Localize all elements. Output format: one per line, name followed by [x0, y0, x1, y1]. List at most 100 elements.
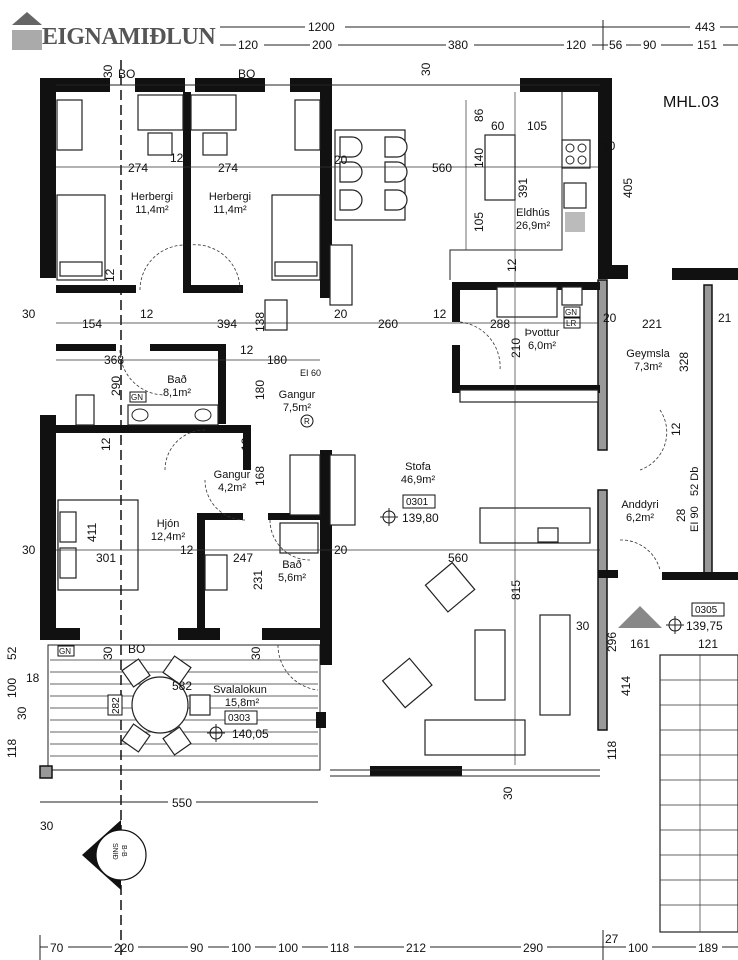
dim-label: 118 — [330, 941, 349, 955]
dim-label: 120 — [566, 38, 586, 52]
room-area: 11,4m² — [213, 204, 247, 216]
room-area: 7,5m² — [283, 402, 311, 414]
dim-label: 21 — [718, 311, 732, 325]
dim-label: 56 — [609, 38, 623, 52]
door-rating-label: 52 Db — [689, 467, 701, 496]
dim-label: 180 — [253, 380, 267, 400]
dim-label: 161 — [630, 637, 650, 651]
dim-label: 20 — [334, 307, 348, 321]
dim-label: 121 — [698, 637, 718, 651]
dim-label: 120 — [238, 38, 258, 52]
marker-level: 139,75 — [686, 619, 723, 633]
room-name: Bað — [282, 559, 302, 571]
dim-label: 290 — [109, 376, 123, 396]
dim-label: 140 — [472, 148, 486, 168]
sofa-icon — [539, 614, 571, 716]
desk-icon — [137, 94, 184, 131]
level-markers: 0301 139,80 0303 140,05 0305 139,75 — [207, 494, 725, 742]
dim-label: 380 — [448, 38, 468, 52]
dim-label: 301 — [96, 551, 116, 565]
dim-label: 296 — [605, 632, 619, 652]
room-area: 6,2m² — [626, 512, 654, 524]
dim-label: 20 — [603, 311, 617, 325]
dim-label: 221 — [642, 317, 662, 331]
window-label: BO — [118, 67, 135, 81]
dim-label: 28 — [674, 508, 688, 522]
dim-label: 154 — [82, 317, 102, 331]
dim-label: 30 — [576, 619, 590, 633]
dim-label: 86 — [472, 108, 486, 122]
dim-label: 90 — [190, 941, 204, 955]
dim-label: 138 — [253, 312, 267, 332]
marker-id: 0301 — [406, 497, 429, 508]
dim-label: 168 — [253, 466, 267, 486]
dim-label: 30 — [40, 819, 54, 833]
dim-label: 12 — [103, 268, 117, 282]
dim-label: 582 — [172, 679, 192, 693]
kitchen-fixtures — [329, 92, 599, 544]
dim-label: 30 — [501, 786, 515, 800]
marker-level: 139,80 — [402, 511, 439, 525]
sofa-icon — [424, 719, 526, 756]
room-area: 26,9m² — [516, 220, 551, 232]
dim-label: 12 — [180, 543, 194, 557]
logo-text: EIGNAMIÐLUN — [42, 24, 216, 50]
dim-label: 151 — [697, 38, 717, 52]
gn-label: GN — [131, 393, 143, 402]
dim-label: 411 — [85, 523, 99, 542]
furniture — [56, 94, 738, 933]
room-area: 12,4m² — [151, 531, 186, 543]
dim-label: 212 — [406, 941, 426, 955]
dim-label: 12 — [505, 258, 519, 272]
section-marker-icon: SNIÐ B-B — [82, 820, 147, 890]
dim-label: 405 — [621, 178, 635, 198]
dim-label: 30 — [101, 646, 115, 660]
dim-label: 30 — [419, 62, 433, 76]
lr-label: LR — [566, 319, 576, 328]
dim-label: 288 — [490, 317, 510, 331]
dim-label: 12 — [170, 151, 184, 165]
dim-label: 247 — [233, 551, 253, 565]
marker-id: 0303 — [228, 713, 251, 724]
dim-label: 200 — [312, 38, 332, 52]
interior-dimensions: 30 30 274 12 274 20 560 86 60 105 140 39… — [5, 62, 732, 833]
dim-label: 391 — [516, 178, 530, 198]
sink-icon — [204, 554, 228, 591]
gn-label: GN — [565, 308, 577, 317]
dim-label: 100 — [231, 941, 251, 955]
room-labels: Herbergi 11,4m² Herbergi 11,4m² Eldhús 2… — [131, 191, 671, 709]
top-dimensions: 1200 443 120 200 380 120 56 90 151 — [220, 18, 738, 52]
room-name: Hjón — [157, 518, 180, 530]
room-area: 11,4m² — [135, 204, 169, 216]
room-area: 5,6m² — [278, 572, 306, 584]
dim-label: 414 — [619, 676, 633, 696]
dim-label: 30 — [22, 307, 36, 321]
room-name: Svalalokun — [213, 684, 267, 696]
dim-label: 105 — [527, 119, 547, 133]
dim-label: 90 — [643, 38, 657, 52]
bottom-dimensions: 70 220 90 100 100 118 212 290 27 100 189 — [39, 930, 738, 960]
marker-level: 140,05 — [232, 727, 269, 741]
dim-label: 180 — [267, 353, 287, 367]
dim-label: 12 — [140, 307, 154, 321]
room-name: Bað — [167, 374, 187, 386]
toilet-icon — [75, 394, 95, 426]
dim-label: 368 — [104, 353, 124, 367]
room-name: Anddyri — [621, 499, 658, 511]
dim-label: 274 — [128, 161, 148, 175]
logo-mark-icon — [12, 12, 42, 50]
dim-label: 30 — [101, 64, 115, 78]
dim-label: 12 — [669, 422, 683, 436]
desk-icon — [190, 94, 237, 131]
dim-label: 60 — [491, 119, 505, 133]
dim-label: 27 — [605, 932, 619, 946]
dim-label: 220 — [114, 941, 134, 955]
dim-label: 231 — [251, 570, 265, 590]
dim-label: 100 — [5, 678, 19, 698]
section-label: SNIÐ — [111, 843, 118, 860]
dim-label: 70 — [50, 941, 64, 955]
dim-label: 12 — [433, 307, 447, 321]
dim-label: 260 — [378, 317, 398, 331]
dim-label: 20 — [334, 153, 348, 167]
dim-label: 274 — [218, 161, 238, 175]
